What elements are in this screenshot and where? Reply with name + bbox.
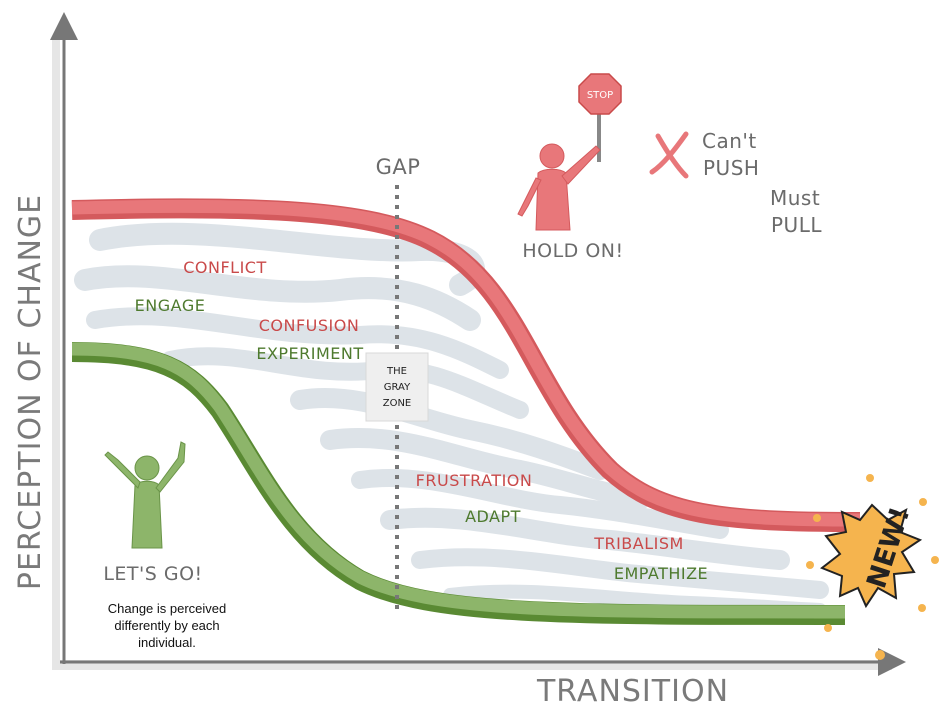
new-burst-icon: NEW! bbox=[806, 474, 939, 660]
gray-zone-line2: GRAY bbox=[384, 382, 411, 393]
y-axis-arrow bbox=[50, 12, 78, 40]
red-curve bbox=[71, 198, 861, 532]
x-mark-icon bbox=[649, 131, 689, 179]
stop-sign-text: STOP bbox=[587, 90, 613, 101]
stage-frustration: FRUSTRATION bbox=[416, 471, 533, 490]
pull-label: PULL bbox=[771, 213, 822, 237]
cant-label: Can't bbox=[702, 129, 757, 153]
stage-adapt: ADAPT bbox=[465, 507, 521, 526]
gray-zone-line3: ZONE bbox=[383, 398, 412, 409]
stage-labels: CONFLICT ENGAGE CONFUSION EXPERIMENT FRU… bbox=[135, 258, 708, 583]
stage-empathize: EMPATHIZE bbox=[614, 564, 708, 583]
gray-zone-line1: THE bbox=[386, 366, 407, 377]
stage-engage: ENGAGE bbox=[135, 296, 206, 315]
gray-zone-box: THE GRAY ZONE bbox=[365, 352, 429, 422]
y-axis-title: PERCEPTION OF CHANGE bbox=[13, 194, 48, 590]
stage-conflict: CONFLICT bbox=[183, 258, 267, 277]
axes bbox=[50, 12, 906, 676]
stage-confusion: CONFUSION bbox=[259, 316, 360, 335]
hold-on-label: HOLD ON! bbox=[522, 240, 623, 262]
gray-zone-streaks bbox=[74, 222, 829, 617]
stage-experiment: EXPERIMENT bbox=[256, 344, 363, 363]
must-label: Must bbox=[770, 186, 820, 210]
gap-label: GAP bbox=[376, 155, 421, 179]
push-label: PUSH bbox=[703, 156, 759, 180]
x-axis-title: TRANSITION bbox=[536, 674, 729, 709]
stage-tribalism: TRIBALISM bbox=[593, 534, 684, 553]
stop-sign-icon bbox=[578, 73, 622, 115]
green-curve bbox=[71, 342, 846, 625]
note-text: Change is perceived differently by each … bbox=[107, 601, 227, 650]
stop-person-icon: STOP bbox=[517, 73, 622, 231]
cheering-person-icon bbox=[104, 441, 186, 549]
lets-go-label: LET'S GO! bbox=[103, 563, 202, 585]
